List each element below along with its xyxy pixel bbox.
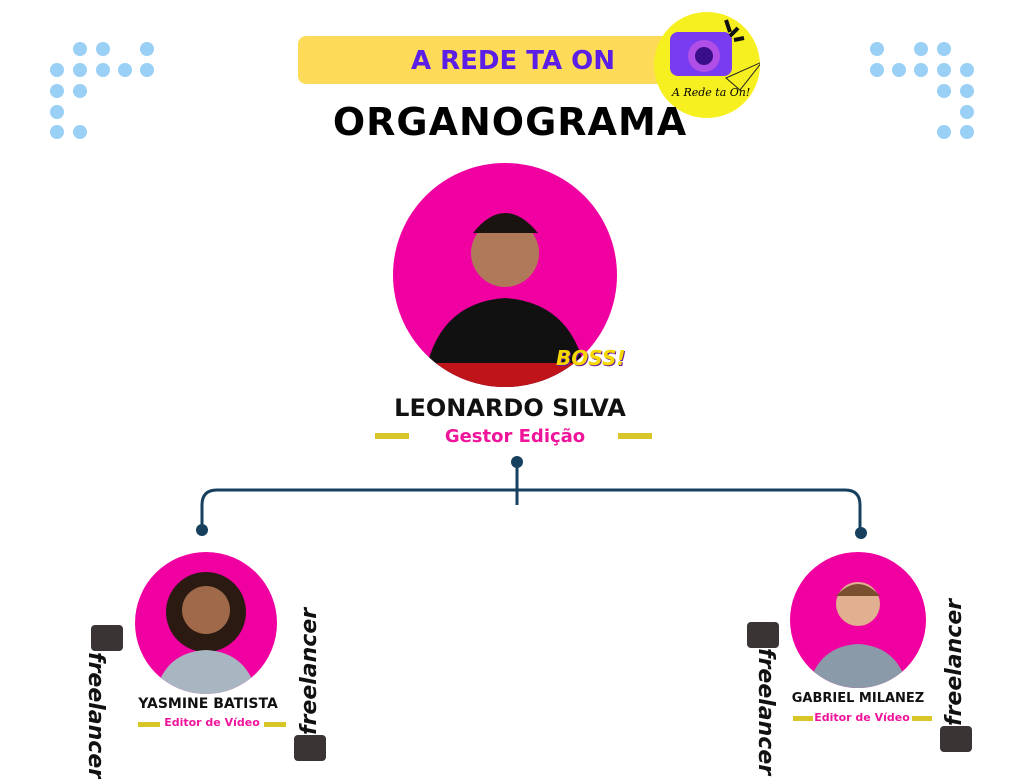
- divider: [375, 433, 409, 439]
- camera-icon: [670, 19, 763, 91]
- freelancer-tag: freelancer: [83, 652, 108, 779]
- freelancer-tag: freelancer: [942, 598, 967, 726]
- member-role: Editor de Vídeo: [814, 711, 910, 724]
- member-photo: [790, 552, 926, 688]
- boss-name: LEONARDO SILVA: [394, 394, 626, 422]
- divider: [138, 722, 160, 727]
- cat-sticker: [91, 625, 123, 651]
- member-role: Editor de Vídeo: [164, 716, 260, 729]
- page-title: ORGANOGRAMA: [332, 100, 688, 144]
- divider: [793, 716, 813, 721]
- header-banner: A REDE TA ON: [298, 36, 688, 84]
- cat-sticker: [940, 726, 972, 752]
- camera-logo-badge: A Rede ta On!: [654, 12, 763, 118]
- divider: [264, 722, 286, 727]
- cat-sticker: [747, 622, 779, 648]
- divider: [618, 433, 652, 439]
- member-photo: [135, 552, 277, 694]
- freelancer-tag: freelancer: [297, 607, 322, 735]
- banner-text: A REDE TA ON: [410, 46, 616, 76]
- freelancer-tag: freelancer: [753, 648, 778, 776]
- badge-text: A Rede ta On!: [672, 86, 751, 99]
- member-name: GABRIEL MILANEZ: [791, 691, 925, 706]
- boss-role: Gestor Edição: [444, 426, 586, 447]
- boss-sticker: BOSS!: [556, 346, 626, 370]
- member-name: YASMINE BATISTA: [138, 696, 278, 712]
- divider: [912, 716, 932, 721]
- cat-sticker: [294, 735, 326, 761]
